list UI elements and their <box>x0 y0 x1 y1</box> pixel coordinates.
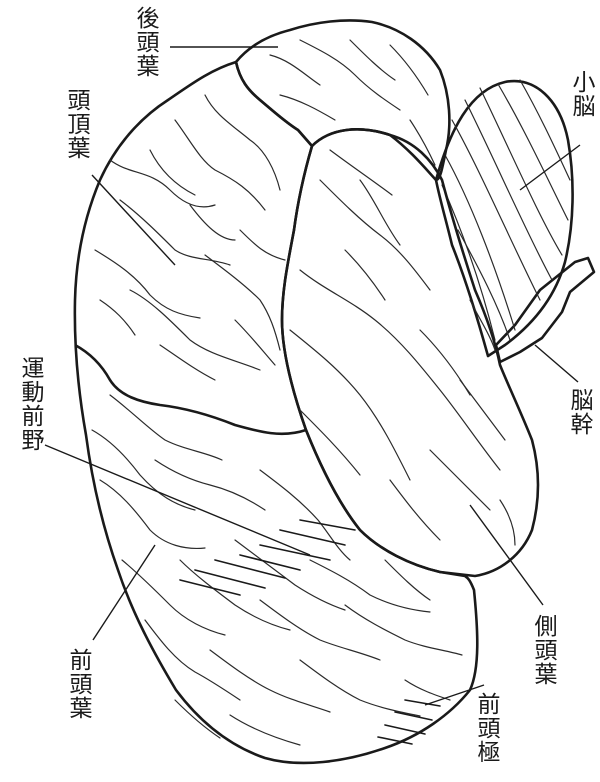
label-parietal-lobe: 頭頂葉 <box>64 88 87 160</box>
occipital-lobe-sulci <box>270 40 435 165</box>
label-frontal-lobe: 前頭葉 <box>66 648 89 720</box>
label-cerebellum: 小脳 <box>569 70 592 118</box>
label-temporal-lobe: 側頭葉 <box>531 614 554 686</box>
label-occipital-lobe: 後頭葉 <box>133 6 156 78</box>
temporal-lobe-region <box>282 129 538 576</box>
leader-temporal <box>470 505 543 605</box>
premotor-area-hatching <box>180 520 355 595</box>
leader-brainstem <box>535 345 578 382</box>
leader-frontal <box>93 545 155 640</box>
temporal-lobe-sulci <box>290 150 515 545</box>
label-brainstem: 脳幹 <box>567 388 590 436</box>
frontal-parietal-sulci <box>92 95 462 745</box>
label-frontal-pole: 前頭極 <box>474 692 497 764</box>
brainstem-region <box>496 258 594 362</box>
central-boundary-line <box>75 345 306 434</box>
leader-parietal <box>92 175 175 265</box>
label-premotor-area: 運動前野 <box>18 356 41 452</box>
leader-premotor <box>45 445 310 555</box>
occipital-lobe-region <box>236 20 449 180</box>
frontal-parietal-region <box>75 62 477 763</box>
